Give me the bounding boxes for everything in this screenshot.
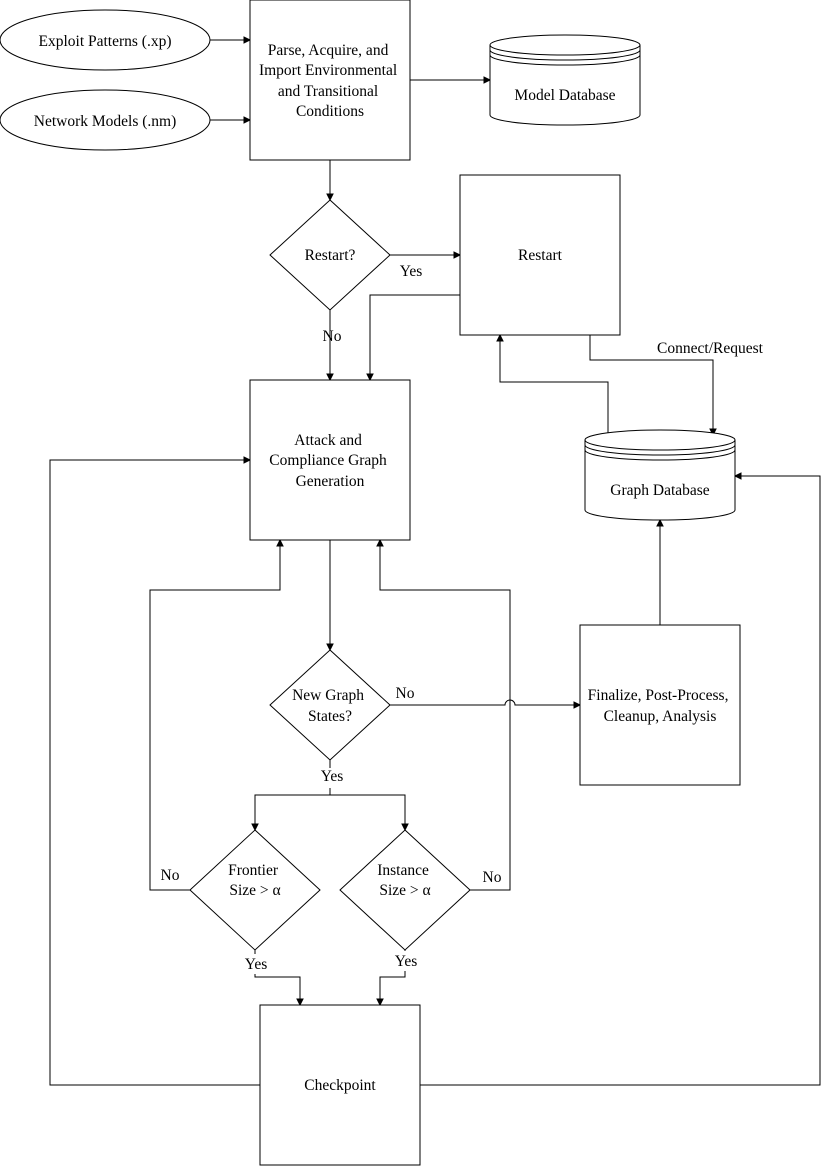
edge-checkpoint-to-graph-db bbox=[420, 475, 821, 1086]
node-label: Attack and Compliance Graph Generation bbox=[269, 432, 390, 490]
edge-restart-to-graph-db bbox=[589, 335, 714, 429]
arrowhead bbox=[326, 373, 334, 382]
arrowhead bbox=[573, 701, 582, 709]
node-parse-acquire-import: Parse, Acquire, and Import Environmental… bbox=[249, 0, 411, 161]
node-label: Model Database bbox=[514, 87, 615, 104]
node-label: Restart bbox=[518, 247, 563, 264]
node-network-models: Network Models (.nm) bbox=[0, 89, 211, 151]
node-new-graph-states: New Graph States? bbox=[269, 649, 391, 761]
edge-instance-no bbox=[379, 546, 511, 891]
label-new-states-no: No bbox=[396, 685, 415, 702]
node-label: Network Models (.nm) bbox=[34, 113, 177, 130]
arrowhead bbox=[326, 643, 334, 652]
node-instance-size: Instance Size > α bbox=[339, 829, 471, 951]
arrowhead bbox=[296, 998, 304, 1007]
node-checkpoint: Checkpoint bbox=[259, 1004, 421, 1166]
arrowhead bbox=[376, 538, 384, 547]
arrowhead bbox=[733, 472, 742, 480]
edge-frontier-no bbox=[149, 546, 281, 891]
node-finalize: Finalize, Post-Process, Cleanup, Analysi… bbox=[579, 624, 741, 786]
arrowhead bbox=[326, 193, 334, 202]
arrowhead bbox=[483, 76, 492, 84]
node-label: Parse, Acquire, and Import Environmental… bbox=[259, 42, 401, 120]
node-graph-database: Graph Database bbox=[584, 429, 736, 521]
node-restart-decision: Restart? bbox=[269, 199, 391, 311]
arrowhead bbox=[251, 823, 259, 832]
edge-graph-db-to-restart bbox=[499, 341, 609, 433]
arrowhead bbox=[243, 456, 252, 464]
label-new-states-yes: Yes bbox=[321, 768, 344, 785]
edge-checkpoint-to-generation bbox=[49, 459, 260, 1086]
label-restart-yes: Yes bbox=[400, 263, 423, 280]
node-label: Checkpoint bbox=[304, 1077, 376, 1094]
arrowhead bbox=[656, 518, 664, 527]
arrowhead bbox=[453, 251, 462, 259]
node-label: Frontier Size > α bbox=[228, 862, 282, 899]
label-connect-request: Connect/Request bbox=[657, 340, 764, 357]
node-label: New Graph States? bbox=[292, 687, 368, 725]
nodes: Exploit Patterns (.xp) Network Models (.… bbox=[0, 0, 741, 1166]
label-instance-no: No bbox=[483, 869, 502, 886]
label-restart-no: No bbox=[323, 328, 342, 345]
edge-restart-to-generation bbox=[369, 294, 460, 374]
node-label: Exploit Patterns (.xp) bbox=[38, 33, 171, 50]
arrowhead bbox=[401, 823, 409, 832]
node-exploit-patterns: Exploit Patterns (.xp) bbox=[0, 9, 211, 71]
node-graph-generation: Attack and Compliance Graph Generation bbox=[249, 379, 411, 541]
node-model-database: Model Database bbox=[489, 34, 641, 126]
arrowhead bbox=[243, 36, 252, 44]
arrowhead bbox=[709, 428, 717, 437]
node-frontier-size: Frontier Size > α bbox=[189, 829, 321, 951]
node-label: Graph Database bbox=[610, 482, 710, 499]
node-restart: Restart bbox=[459, 174, 621, 336]
edge-new-states-no bbox=[390, 699, 574, 706]
arrowhead bbox=[376, 998, 384, 1007]
node-label: Restart? bbox=[305, 247, 356, 264]
arrowhead bbox=[276, 538, 284, 547]
label-instance-yes: Yes bbox=[395, 953, 418, 970]
edge-new-states-yes-split bbox=[254, 788, 406, 824]
arrowhead bbox=[496, 333, 504, 342]
label-frontier-yes: Yes bbox=[245, 956, 268, 973]
edge-labels: Yes No Connect/Request No Yes No No Yes … bbox=[161, 263, 764, 973]
node-label: Instance Size > α bbox=[377, 862, 433, 899]
node-label: Finalize, Post-Process, Cleanup, Analysi… bbox=[588, 687, 733, 725]
edges bbox=[49, 36, 821, 1086]
arrowhead bbox=[243, 116, 252, 124]
arrowhead bbox=[366, 373, 374, 382]
label-frontier-no: No bbox=[161, 867, 180, 884]
